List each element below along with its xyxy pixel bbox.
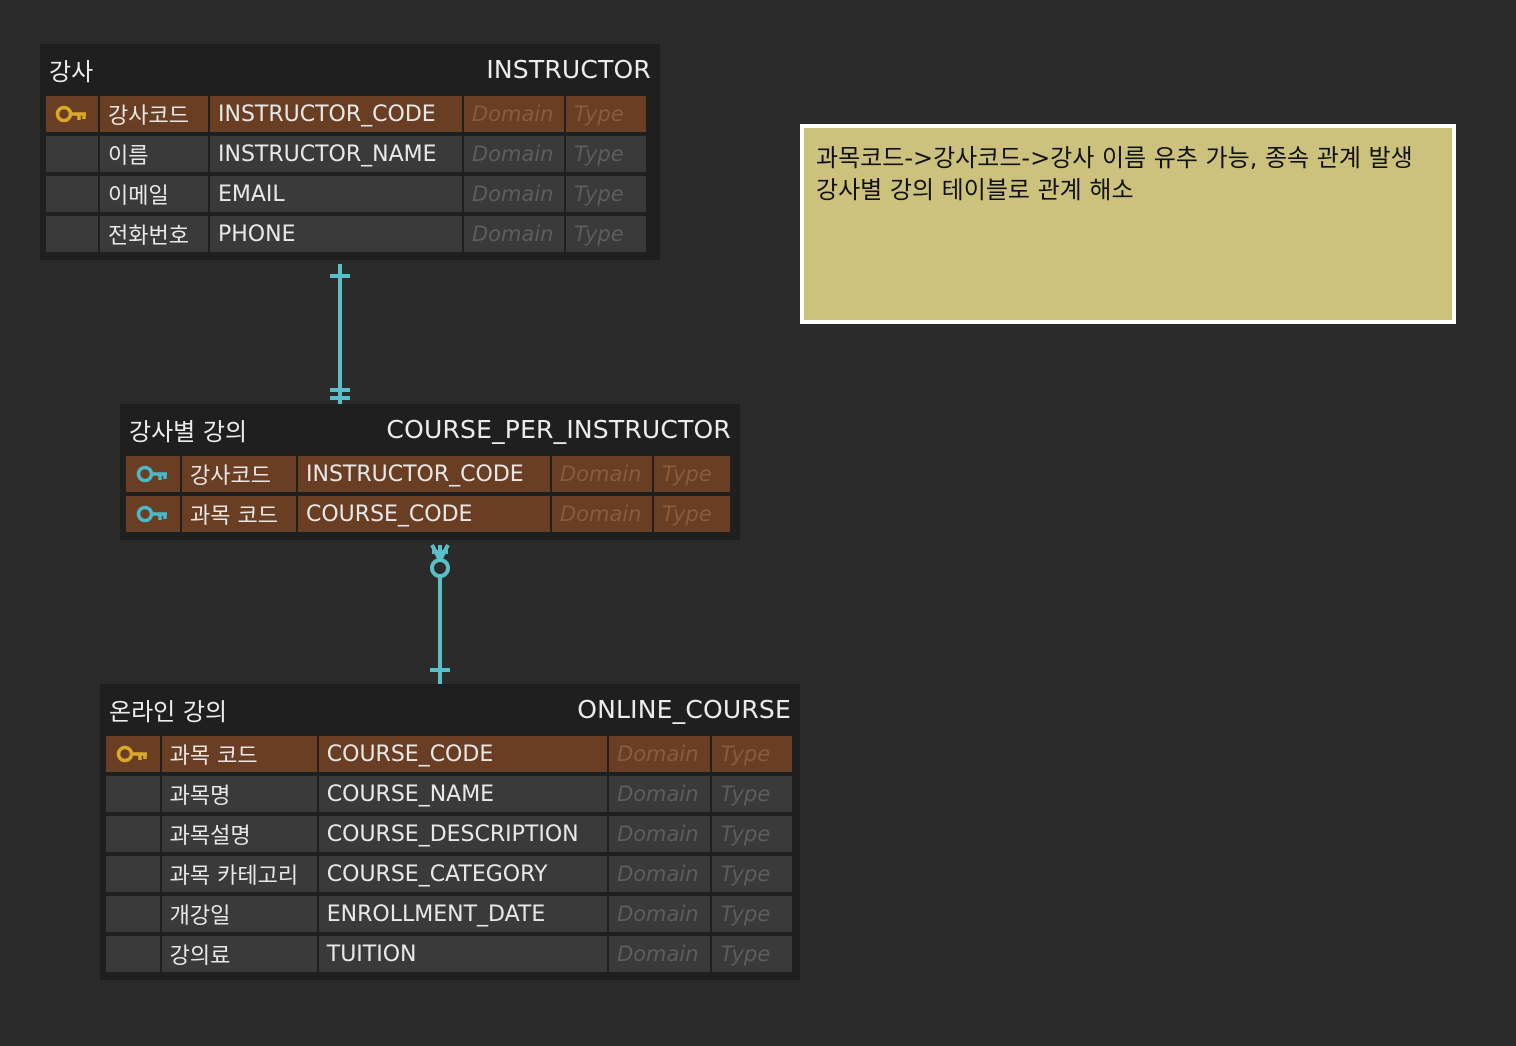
pk-key-icon [55, 104, 89, 124]
column-type: Type [712, 856, 793, 892]
entity-physical-name: INSTRUCTOR [486, 54, 651, 84]
column-type: Type [712, 896, 793, 932]
column-physical-name: COURSE_CODE [298, 496, 550, 532]
column-type: Type [712, 816, 793, 852]
column-physical-name: COURSE_NAME [318, 776, 608, 812]
entity-header: 강사 INSTRUCTOR [46, 44, 654, 94]
column-logical-name: 이메일 [100, 176, 208, 212]
column-domain: Domain [464, 96, 564, 132]
column-domain: Domain [464, 176, 564, 212]
entity-header: 강사별 강의 COURSE_PER_INSTRUCTOR [126, 404, 734, 454]
column-physical-name: COURSE_CATEGORY [318, 856, 608, 892]
memo-note[interactable]: 과목코드->강사코드->강사 이름 유추 가능, 종속 관계 발생 강사별 강의… [800, 124, 1456, 324]
column-domain: Domain [464, 136, 564, 172]
column-logical-name: 과목 코드 [161, 736, 317, 772]
key-cell [126, 456, 180, 492]
column-type: Type [566, 96, 646, 132]
column-physical-name: INSTRUCTOR_CODE [210, 96, 462, 132]
pk-key-icon [116, 744, 150, 764]
key-cell [106, 736, 160, 772]
column-logical-name: 과목설명 [161, 816, 317, 852]
column-physical-name: INSTRUCTOR_CODE [298, 456, 550, 492]
memo-line: 강사별 강의 테이블로 관계 해소 [816, 176, 1134, 204]
column-physical-name: INSTRUCTOR_NAME [210, 136, 462, 172]
column-physical-name: ENROLLMENT_DATE [318, 896, 608, 932]
key-cell [106, 816, 160, 852]
column-logical-name: 이름 [100, 136, 208, 172]
key-cell [106, 776, 160, 812]
column-physical-name: EMAIL [210, 176, 462, 212]
column-domain: Domain [609, 816, 711, 852]
column-physical-name: COURSE_DESCRIPTION [318, 816, 608, 852]
column-type: Type [566, 216, 646, 252]
column-domain: Domain [609, 856, 711, 892]
column-logical-name: 전화번호 [100, 216, 208, 252]
column-logical-name: 과목명 [161, 776, 317, 812]
column-logical-name: 과목 카테고리 [161, 856, 317, 892]
entity-logical-name: 강사별 강의 [129, 417, 248, 446]
entity-header: 온라인 강의 ONLINE_COURSE [106, 684, 794, 734]
memo-line: 과목코드->강사코드->강사 이름 유추 가능, 종속 관계 발생 [816, 144, 1413, 172]
key-cell [46, 96, 98, 132]
column-logical-name: 강사코드 [182, 456, 296, 492]
column-logical-name: 개강일 [161, 896, 317, 932]
relationship-instructor-course-per-instructor[interactable] [330, 264, 350, 404]
fk-key-icon [136, 464, 170, 484]
column-type: Type [712, 776, 793, 812]
column-domain: Domain [609, 936, 711, 972]
column-type: Type [654, 456, 730, 492]
column-domain: Domain [552, 496, 652, 532]
entity-logical-name: 온라인 강의 [109, 697, 228, 726]
column-logical-name: 과목 코드 [182, 496, 296, 532]
entity-physical-name: COURSE_PER_INSTRUCTOR [386, 414, 731, 444]
fk-key-icon [136, 504, 170, 524]
column-logical-name: 강사코드 [100, 96, 208, 132]
key-cell [46, 136, 98, 172]
column-type: Type [566, 176, 646, 212]
entity-logical-name: 강사 [49, 57, 94, 86]
key-cell [106, 856, 160, 892]
column-type: Type [712, 936, 793, 972]
key-cell [46, 176, 98, 212]
column-domain: Domain [552, 456, 652, 492]
column-domain: Domain [609, 776, 711, 812]
column-physical-name: PHONE [210, 216, 462, 252]
column-physical-name: TUITION [318, 936, 608, 972]
key-cell [106, 936, 160, 972]
relationship-online-course-course-per-instructor[interactable] [430, 544, 450, 684]
column-domain: Domain [609, 896, 711, 932]
key-cell [46, 216, 98, 252]
column-type: Type [566, 136, 646, 172]
column-type: Type [654, 496, 730, 532]
column-domain: Domain [464, 216, 564, 252]
column-logical-name: 강의료 [161, 936, 317, 972]
column-domain: Domain [609, 736, 711, 772]
column-physical-name: COURSE_CODE [318, 736, 608, 772]
key-cell [126, 496, 180, 532]
entity-physical-name: ONLINE_COURSE [577, 694, 791, 724]
key-cell [106, 896, 160, 932]
column-type: Type [712, 736, 793, 772]
